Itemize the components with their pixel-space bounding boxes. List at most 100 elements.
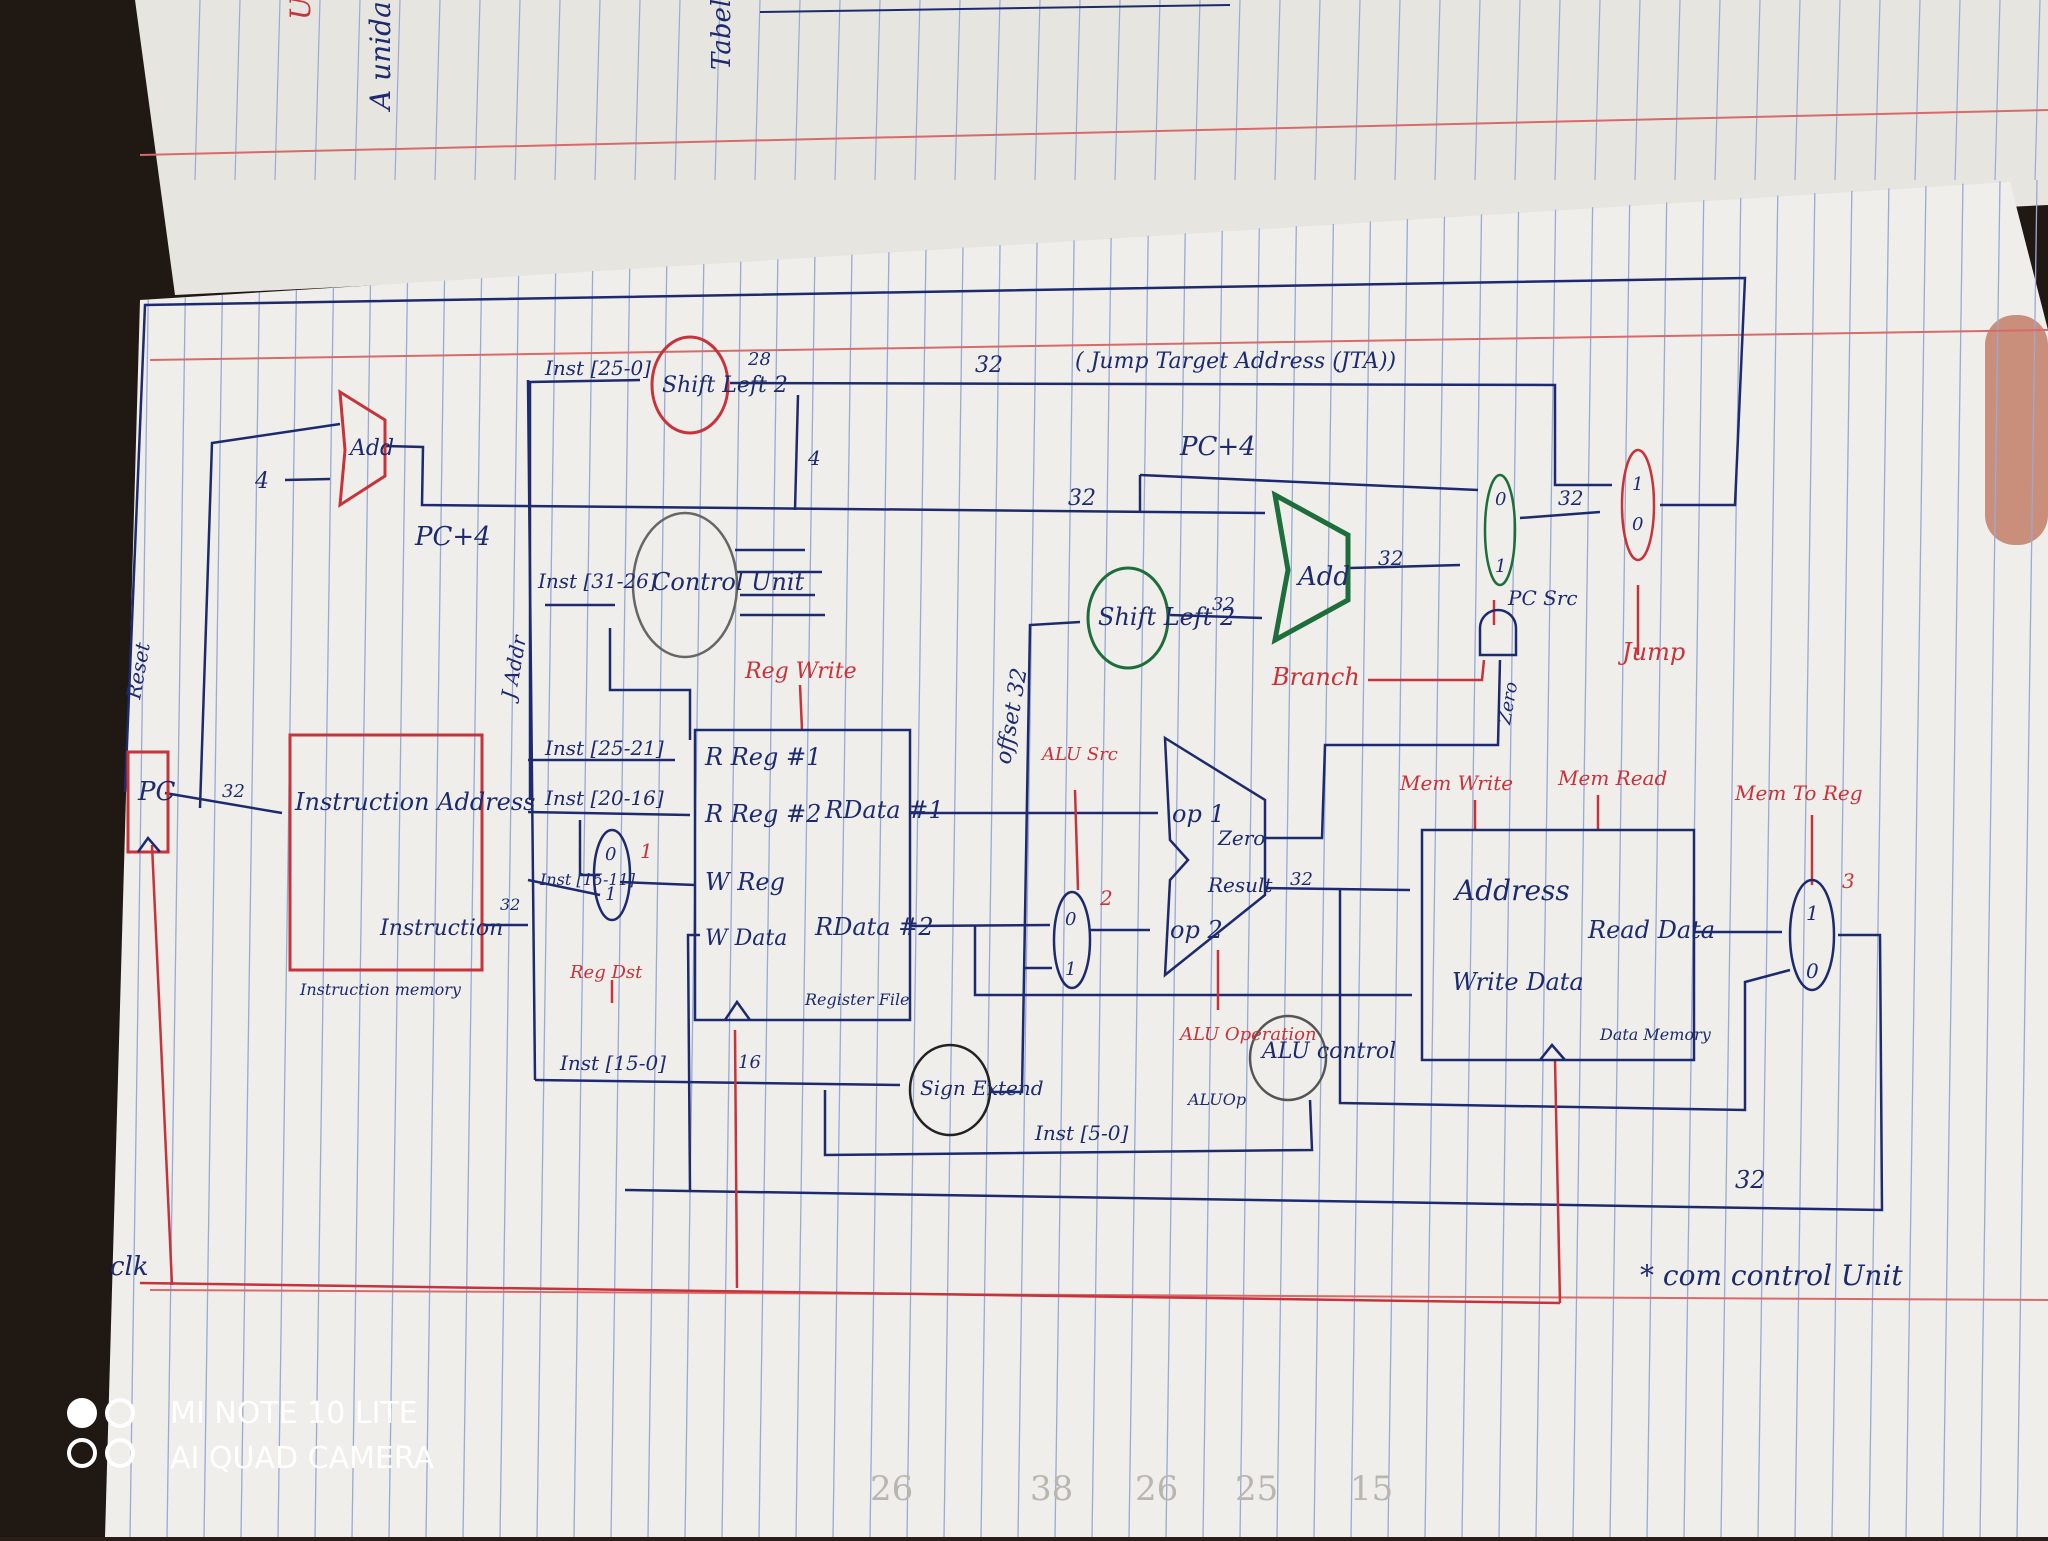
ruled-line bbox=[610, 180, 632, 1537]
ruled-line bbox=[1757, 180, 1779, 1537]
ruled-line bbox=[832, 180, 854, 1537]
reg-file-caption: Register File bbox=[804, 990, 910, 1009]
ruled-line bbox=[647, 180, 669, 1537]
control-unit bbox=[631, 511, 739, 659]
branch-and-gate bbox=[1478, 608, 1518, 657]
ruled-line bbox=[1994, 0, 2001, 181]
ruled-line bbox=[1276, 180, 1298, 1537]
pc-label: PC bbox=[137, 777, 175, 807]
ruled-line bbox=[1054, 180, 1076, 1537]
ruled-line bbox=[514, 0, 521, 181]
thumb bbox=[1985, 315, 2048, 545]
ruled-line bbox=[277, 180, 299, 1537]
ruled-line bbox=[2016, 180, 2038, 1537]
ruled-line bbox=[994, 0, 1001, 181]
ruled-line bbox=[1572, 180, 1594, 1537]
instr-mem-address: Instruction Address bbox=[294, 788, 536, 816]
ruled-line bbox=[1954, 0, 1961, 181]
label-w32-result: 32 bbox=[1290, 869, 1313, 890]
ruled-line bbox=[906, 180, 928, 1537]
footnote: * com control Unit bbox=[1640, 1259, 1903, 1292]
ruled-line bbox=[554, 0, 561, 181]
ruled-line bbox=[634, 0, 641, 181]
pc-plus4-left: PC+4 bbox=[414, 522, 491, 552]
control-unit-label: Control Unit bbox=[652, 568, 805, 596]
ruled-line bbox=[1461, 180, 1483, 1537]
ruled-line bbox=[274, 0, 281, 181]
ruled-line bbox=[314, 180, 336, 1537]
ruled-line bbox=[1794, 0, 1801, 181]
ruled-line bbox=[536, 180, 558, 1537]
instr-mem-caption: Instruction memory bbox=[299, 980, 462, 999]
ruled-line bbox=[1314, 0, 1321, 181]
ruled-line bbox=[1434, 0, 1441, 181]
dm-write-data: Write Data bbox=[1452, 968, 1584, 996]
ruled-line bbox=[1239, 180, 1261, 1537]
top-page-ruled-lines bbox=[194, 0, 2041, 181]
sign-extend bbox=[908, 1043, 992, 1137]
reg-rreg2: R Reg #2 bbox=[704, 800, 821, 828]
clk-label: clk bbox=[110, 1252, 149, 1282]
label-w32-branch: 32 bbox=[1378, 546, 1403, 570]
wires bbox=[123, 276, 1884, 1212]
ruled-line bbox=[1034, 0, 1041, 181]
ruled-line bbox=[462, 180, 484, 1537]
ruled-line bbox=[834, 0, 841, 181]
ruled-line bbox=[594, 0, 601, 181]
faint-num-5: 15 bbox=[1350, 1469, 1393, 1509]
ruled-line bbox=[1394, 0, 1401, 181]
pc-adder-label: Add bbox=[348, 436, 394, 461]
alu-control-label: ALU control bbox=[1260, 1039, 1396, 1064]
reg-rdata2: RData #2 bbox=[814, 913, 934, 941]
mux-reg-dst bbox=[592, 828, 632, 922]
ruled-line bbox=[1634, 0, 1641, 181]
ruled-line bbox=[1646, 180, 1668, 1537]
sig-reg-dst: Reg Dst bbox=[569, 962, 643, 983]
mux2-0: 0 bbox=[1065, 909, 1076, 930]
ruled-line bbox=[914, 0, 921, 181]
ruled-line bbox=[388, 180, 410, 1537]
ruled-line bbox=[1794, 180, 1816, 1537]
top-page-margin bbox=[139, 109, 2048, 156]
ruled-line bbox=[573, 180, 595, 1537]
ruled-line bbox=[1942, 180, 1964, 1537]
label-w28: 28 bbox=[747, 349, 771, 370]
ruled-line bbox=[1905, 180, 1927, 1537]
jump-1: 1 bbox=[1632, 474, 1643, 495]
mux3-1: 1 bbox=[1806, 901, 1819, 925]
top-table-line bbox=[759, 4, 1231, 13]
label-inst-25-21: Inst [25-21] bbox=[544, 736, 664, 760]
ruled-line bbox=[1868, 180, 1890, 1537]
sig-branch: Branch bbox=[1271, 663, 1360, 691]
ruled-line bbox=[1874, 0, 1881, 181]
ruled-line bbox=[1424, 180, 1446, 1537]
ruled-line bbox=[351, 180, 373, 1537]
camera-logo-icon bbox=[67, 1398, 135, 1468]
ruled-line bbox=[1387, 180, 1409, 1537]
alu-result: Result bbox=[1207, 873, 1273, 897]
sig-mem-write: Mem Write bbox=[1399, 771, 1513, 795]
ruled-line bbox=[758, 180, 780, 1537]
ruled-line bbox=[425, 180, 447, 1537]
ruled-line bbox=[1194, 0, 1201, 181]
mux3-tag: 3 bbox=[1842, 869, 1855, 893]
control-wires bbox=[139, 585, 1814, 1305]
sig-mem-to-reg: Mem To Reg bbox=[1734, 781, 1863, 805]
ruled-lines bbox=[129, 180, 2038, 1537]
sig-pc-src: PC Src bbox=[1507, 586, 1578, 610]
branch-adder-label: Add bbox=[1296, 562, 1350, 592]
ruled-line bbox=[2034, 0, 2041, 181]
ruled-line bbox=[1234, 0, 1241, 181]
ruled-line bbox=[1834, 0, 1841, 181]
alu-op2: op 2 bbox=[1170, 916, 1223, 944]
ruled-line bbox=[795, 180, 817, 1537]
top-note-1: Um bbox=[284, 0, 317, 20]
alu bbox=[1163, 735, 1267, 978]
label-w32-shift: 32 bbox=[1212, 594, 1235, 615]
ruled-line bbox=[1914, 0, 1921, 181]
register-file bbox=[693, 728, 912, 1022]
mux1-0: 0 bbox=[605, 844, 616, 865]
ruled-line bbox=[234, 0, 241, 181]
label-w32-pc: 32 bbox=[222, 781, 245, 802]
pcsrc-1: 1 bbox=[1495, 556, 1506, 577]
